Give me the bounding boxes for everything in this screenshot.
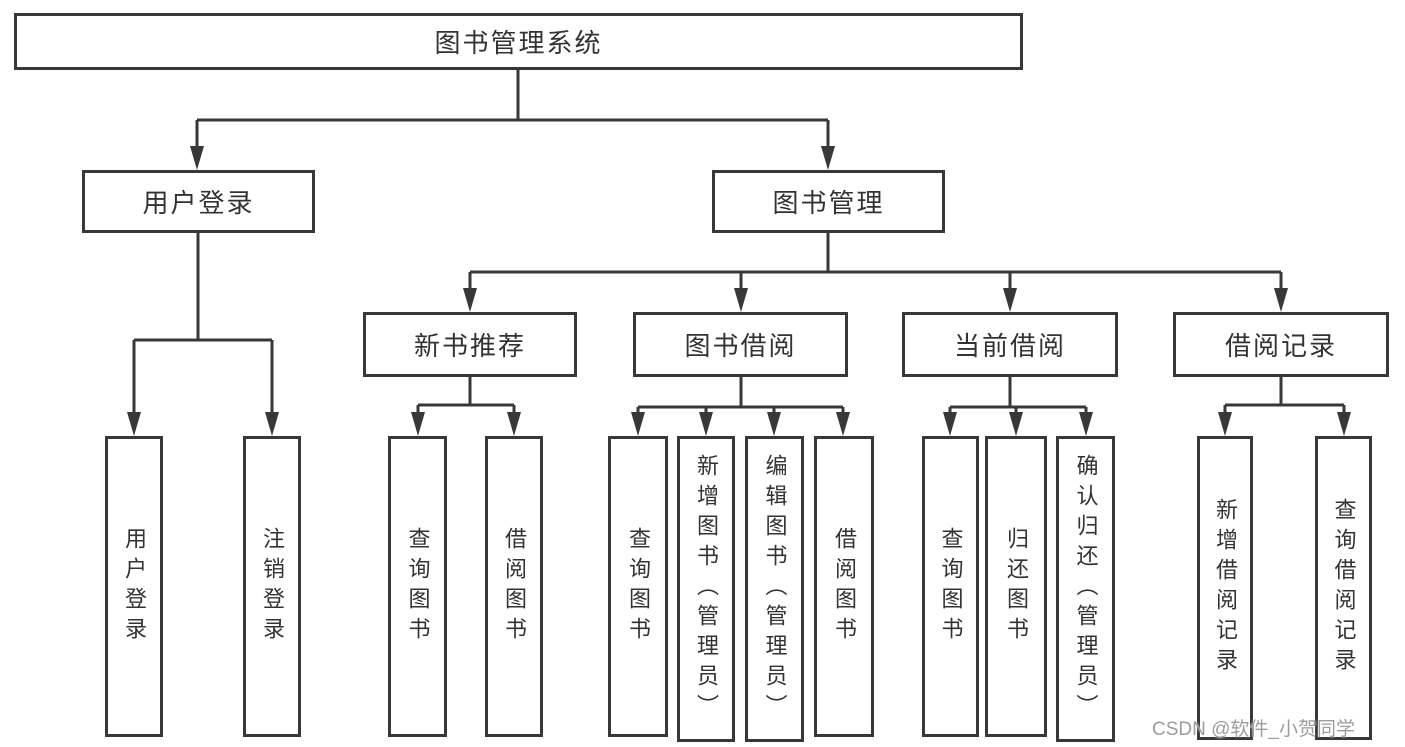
arrowhead (1079, 412, 1093, 436)
leaf-query-books-current: 查询图书 (922, 436, 979, 737)
node-book-management-label: 图书管理 (772, 188, 885, 218)
leaf-logout: 注销登录 (243, 436, 301, 737)
node-root-label: 图书管理系统 (434, 28, 603, 58)
arrowhead (1003, 288, 1017, 312)
node-current-borrow: 当前借阅 (902, 312, 1118, 377)
node-user-login-label: 用户登录 (142, 188, 255, 218)
leaf-query-borrow-record: 查询借阅记录 (1315, 436, 1372, 740)
arrowhead (411, 412, 425, 436)
node-user-login: 用户登录 (82, 170, 315, 233)
node-book-borrow-label: 图书借阅 (684, 331, 797, 361)
arrowhead (734, 288, 748, 312)
leaf-add-book-admin-label: 新增图书（管理员） (694, 454, 719, 724)
node-new-book-recommend-label: 新书推荐 (413, 331, 526, 361)
leaf-query-books-recommend: 查询图书 (388, 436, 447, 737)
arrowhead (631, 412, 645, 436)
leaf-query-books-current-label: 查询图书 (938, 526, 964, 647)
leaf-confirm-return-admin-label: 确认归还（管理员） (1073, 454, 1099, 724)
arrowhead (265, 412, 279, 436)
node-new-book-recommend: 新书推荐 (363, 312, 577, 377)
arrowhead (836, 412, 850, 436)
leaf-borrow-books-borrow-label: 借阅图书 (832, 526, 857, 647)
node-current-borrow-label: 当前借阅 (953, 331, 1066, 361)
arrowhead (1218, 412, 1232, 436)
node-borrow-record: 借阅记录 (1173, 312, 1389, 377)
leaf-query-books-borrow-label: 查询图书 (626, 526, 651, 647)
arrowheads (127, 146, 1351, 436)
leaf-query-books-recommend-label: 查询图书 (405, 526, 431, 647)
leaf-return-book-label: 归还图书 (1004, 526, 1029, 647)
leaf-user-login-label: 用户登录 (122, 526, 147, 647)
arrowhead (767, 412, 781, 436)
leaf-borrow-books-recommend-label: 借阅图书 (502, 526, 527, 647)
node-book-management: 图书管理 (712, 170, 945, 233)
arrowhead (463, 288, 477, 312)
node-book-borrow: 图书借阅 (633, 312, 848, 377)
arrowhead (190, 146, 204, 170)
arrowhead (943, 412, 957, 436)
leaf-user-login: 用户登录 (105, 436, 163, 737)
arrowhead (127, 412, 141, 436)
leaf-borrow-books-recommend: 借阅图书 (485, 436, 543, 737)
arrowhead (1009, 412, 1023, 436)
leaf-return-book: 归还图书 (985, 436, 1047, 737)
leaf-add-book-admin: 新增图书（管理员） (677, 436, 735, 742)
csdn-watermark: CSDN @软件_小贺同学 (1152, 719, 1355, 740)
leaf-add-borrow-record-label: 新增借阅记录 (1213, 498, 1238, 678)
leaf-logout-label: 注销登录 (260, 526, 285, 647)
leaf-confirm-return-admin: 确认归还（管理员） (1056, 436, 1115, 742)
leaf-edit-book-admin: 编辑图书（管理员） (745, 436, 804, 742)
leaf-add-borrow-record: 新增借阅记录 (1197, 436, 1253, 740)
arrowhead (1337, 412, 1351, 436)
leaf-query-books-borrow: 查询图书 (608, 436, 668, 737)
node-borrow-record-label: 借阅记录 (1224, 331, 1337, 361)
arrowhead (699, 412, 713, 436)
arrowhead (1274, 288, 1288, 312)
arrowhead (507, 412, 521, 436)
leaf-edit-book-admin-label: 编辑图书（管理员） (762, 454, 788, 724)
node-root: 图书管理系统 (14, 13, 1023, 70)
leaf-borrow-books-borrow: 借阅图书 (814, 436, 874, 737)
arrowhead (821, 146, 835, 170)
leaf-query-borrow-record-label: 查询借阅记录 (1331, 498, 1357, 678)
